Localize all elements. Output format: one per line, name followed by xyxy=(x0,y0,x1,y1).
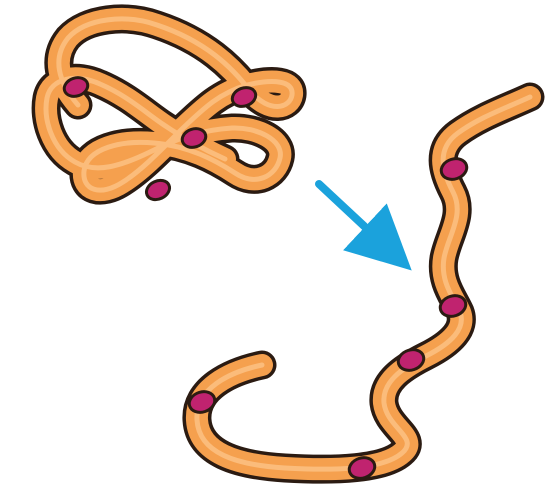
right-down-arrow-icon xyxy=(319,184,393,253)
tangled-strand-icon xyxy=(46,19,292,190)
tangled-strand-group xyxy=(46,19,292,203)
unfolded-strand-icon xyxy=(197,97,530,469)
transition-arrow xyxy=(319,184,393,253)
